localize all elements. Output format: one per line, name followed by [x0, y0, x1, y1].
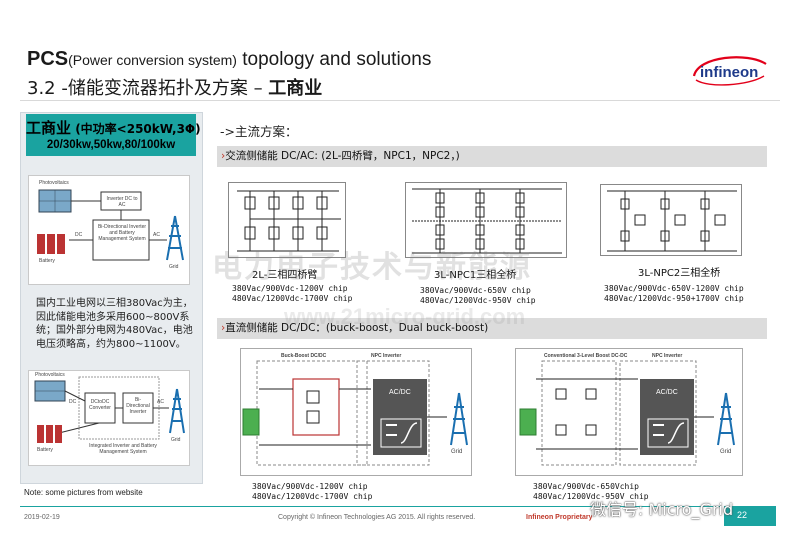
footer-note: Note: some pictures from website — [24, 488, 143, 497]
system-diagram-2: Photovoltaics DC DCtoDC Converter Bi-Dir… — [28, 370, 190, 466]
ac-side-bar: ›交流侧储能 DC/AC: (2L-四桥臂，NPC1，NPC2，) — [217, 146, 767, 167]
grid-label-2: Grid — [171, 437, 181, 443]
dc-label: DC — [75, 232, 83, 238]
dc-label-2: DC — [69, 399, 77, 405]
circuit-3-label: 3L-NPC2三相全桥 — [638, 268, 721, 279]
circuit-3-spec1: 380Vac/900Vdc-650V-1200V chip — [604, 284, 744, 293]
footer-date: 2019-02-19 — [24, 514, 60, 521]
circuit-1-spec2: 480Vac/1200Vdc-1700V chip — [232, 294, 353, 303]
system-diagram-2-graphic — [34, 376, 185, 443]
battery-label-2: Battery — [37, 447, 53, 453]
dcdc-2-box: AC/DC — [656, 389, 678, 396]
segment-tag: 工商业 (中功率<250kW,3Φ) 20/30kw,50kw,80/100kw — [26, 114, 201, 156]
footer-copyright: Copyright © Infineon Technologies AG 201… — [278, 514, 476, 521]
circuit-npc2-graphic — [607, 190, 737, 252]
ac-label: AC — [153, 232, 160, 238]
battery-label: Battery — [39, 258, 55, 264]
circuit-3l-npc1 — [405, 182, 567, 258]
infineon-logo: infineon — [692, 56, 767, 86]
dcdc-1-spec1: 380Vac/900Vdc-1200V chip — [252, 482, 368, 491]
wechat-watermark: 微信号: Micro_Grid — [590, 500, 734, 519]
page-number-box — [724, 506, 776, 526]
circuit-1-spec1: 380Vac/900Vdc-1200V chip — [232, 284, 348, 293]
footer-line — [20, 506, 720, 507]
circuit-npc1-graphic — [412, 188, 562, 254]
circuit-2-spec2: 480Vac/1200Vdc-950V chip — [420, 296, 536, 305]
circuit-3-spec2: 480Vac/1200Vdc-950+1700V chip — [604, 294, 744, 303]
circuit-2l-four-leg — [228, 182, 346, 258]
dcdc-1-box: AC/DC — [389, 389, 411, 396]
grid-label: Grid — [169, 264, 179, 270]
dcdc-2-inverter: NPC Inverter — [652, 353, 683, 359]
inverter-label: Inverter DC to AC — [106, 196, 138, 208]
dctodc-label: DCtoDC Converter — [89, 399, 111, 411]
circuit-3l-npc2 — [600, 184, 742, 256]
header-divider — [20, 100, 780, 101]
page-number: 22 — [737, 510, 748, 520]
dcdc-2-spec2: 480Vac/1200Vdc-950V chip — [533, 492, 649, 501]
watermark-url: www.21micro-grid.com — [284, 304, 526, 329]
system-diagram-1-graphic — [37, 189, 184, 261]
circuit-2-label: 3L-NPC1三相全桥 — [434, 270, 517, 281]
slide-title: PCS(Power conversion system) topology an… — [27, 48, 432, 70]
dcdc-1-grid: Grid — [451, 449, 463, 455]
dcdc-2-graphic — [519, 360, 735, 466]
circuit-2l-graphic — [237, 190, 341, 252]
dc-side-bar: ›直流侧储能 DC/DC：(buck-boost，Dual buck-boost… — [217, 318, 767, 339]
integrated-label: Integrated Inverter and Battery Manageme… — [89, 443, 157, 455]
bidir-label: Bi-Directional Inverter and Battery Mana… — [97, 224, 147, 242]
svg-text:infineon: infineon — [700, 64, 758, 81]
photovoltaics-label: Photovoltaics — [39, 180, 69, 186]
photovoltaics-label-2: Photovoltaics — [35, 372, 65, 378]
dcdc-1-inverter: NPC Inverter — [371, 353, 402, 359]
bidir-label-2: Bi-Directional Inverter — [126, 397, 150, 415]
main-heading: ->主流方案： — [220, 124, 298, 139]
dcdc-2-spec1: 380Vac/900Vdc-650Vchip — [533, 482, 639, 491]
dcdc-2-grid: Grid — [720, 449, 732, 455]
dcdc-1-spec2: 480Vac/1200Vdc-1700V chip — [252, 492, 373, 501]
slide-subtitle: 3.2 -储能变流器拓扑及方案 – 工商业 — [27, 78, 323, 99]
dcdc-1-graphic — [242, 360, 468, 466]
ac-label-2: AC — [157, 399, 164, 405]
dcdc-buck-boost-diagram: Buck-Boost DC/DC NPC Inverter AC/DC Grid — [240, 348, 472, 476]
circuit-1-label: 2L-三相四桥臂 — [252, 270, 318, 281]
system-diagram-1: Photovoltaics Inverter DC to AC DC AC Bi… — [28, 175, 190, 285]
dcdc-3level-boost-diagram: Conventional 3-Level Boost DC-DC NPC Inv… — [515, 348, 743, 476]
watermark-cn: 电力电子技术与新能源 — [212, 250, 532, 285]
dcdc-1-title: Buck-Boost DC/DC — [281, 353, 327, 359]
circuit-2-spec1: 380Vac/900Vdc-650V chip — [420, 286, 531, 295]
footer-proprietary: Infineon Proprietary — [526, 514, 593, 521]
dcdc-2-title: Conventional 3-Level Boost DC-DC — [544, 353, 628, 359]
grid-voltage-note: 国内工业电网以三相380Vac为主，因此储能电池多采用600~800V系统；国外… — [36, 298, 193, 350]
